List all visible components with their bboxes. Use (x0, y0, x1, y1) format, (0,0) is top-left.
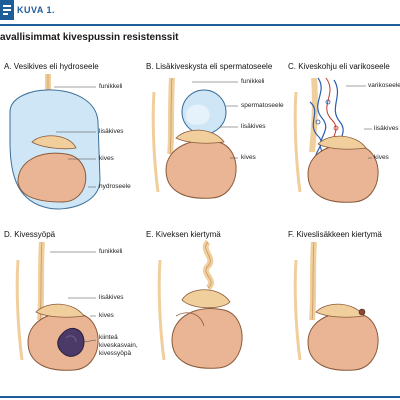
label-kives: kives (99, 155, 114, 162)
figure-title: avallisimmat kivespussin resistenssit (0, 32, 179, 43)
panel-title: B. Lisäkiveskysta eli spermatoseele (146, 62, 273, 71)
panel-title: D. Kivessyöpä (4, 230, 56, 239)
label-varikoseele: varikoseele (368, 82, 400, 89)
header-bar: KUVA 1. (0, 0, 400, 26)
varicocele-illustration (293, 77, 379, 203)
appendix-torsion-illustration (293, 241, 379, 371)
label-lisakives: lisäkives (99, 128, 124, 135)
label-lisakives: lisäkives (374, 125, 399, 132)
panel-testicular-torsion: E. Kiveksen kiertymä (146, 230, 286, 390)
label-tumor: kiinteä kiveskasvain, kivessyöpä (99, 334, 138, 357)
bottom-rule (0, 396, 400, 398)
hydrocele-illustration (9, 74, 101, 210)
spermatocele-illustration (151, 77, 238, 199)
label-hydroseele: hydroseele (99, 183, 131, 190)
label-kives: kives (374, 154, 389, 161)
label-funikkeli: funikkeli (99, 248, 123, 255)
label-kives: kives (241, 154, 256, 161)
figure-label: KUVA 1. (17, 5, 56, 15)
panel-appendix-torsion: F. Kiveslisäkkeen kiertymä (288, 230, 400, 390)
panel-title: C. Kiveskohju eli varikoseele (288, 62, 390, 71)
panel-hydrocele: A. Vesikives eli hydroseele funikkeli li… (4, 62, 144, 222)
testicular-cancer-illustration (15, 241, 99, 371)
label-funikkeli: funikkeli (241, 78, 265, 85)
label-spermatoseele: spermatoseele (241, 102, 284, 109)
panel-varicocele: C. Kiveskohju eli varikoseele varikoseel… (288, 62, 400, 222)
label-funikkeli: funikkeli (99, 83, 123, 90)
label-kives: kives (99, 312, 114, 319)
label-lisakives: lisäkives (241, 123, 266, 130)
panel-title: F. Kiveslisäkkeen kiertymä (288, 230, 382, 239)
publisher-logo-icon (0, 0, 14, 20)
panel-title: E. Kiveksen kiertymä (146, 230, 221, 239)
panel-testicular-cancer: D. Kivessyöpä funikkeli lisäkives kives … (4, 230, 144, 390)
panel-title: A. Vesikives eli hydroseele (4, 62, 99, 71)
panel-spermatocele: B. Lisäkiveskysta eli spermatoseele funi… (146, 62, 286, 222)
testicular-torsion-illustration (157, 239, 243, 369)
label-lisakives: lisäkives (99, 294, 124, 301)
